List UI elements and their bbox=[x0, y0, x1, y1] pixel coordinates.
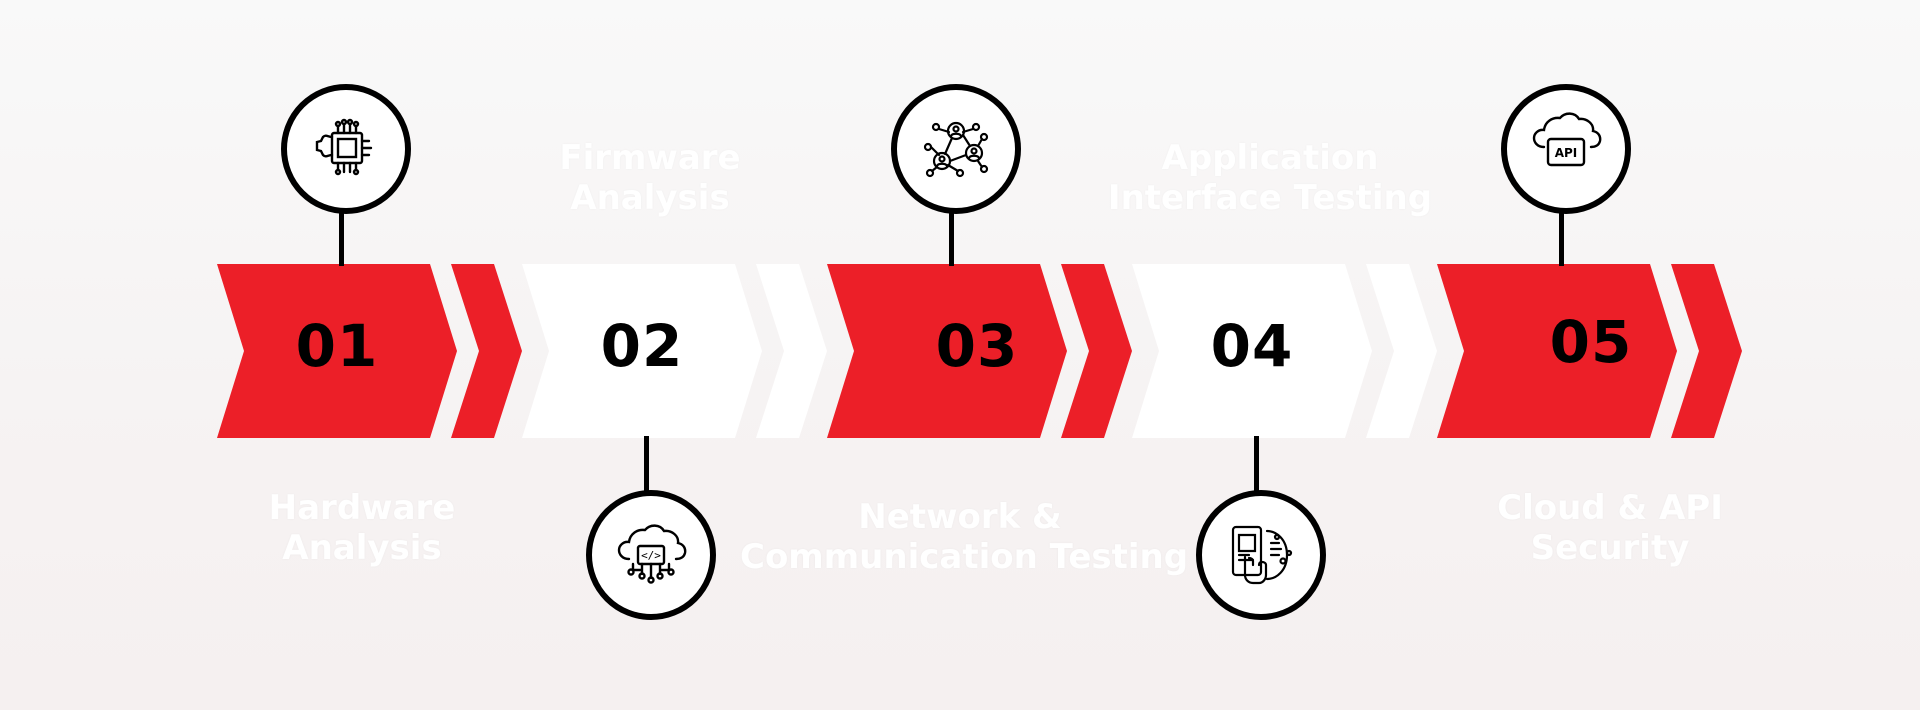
step-02-title-line1: Firmware bbox=[559, 138, 741, 178]
step-05-number: 05 bbox=[1549, 308, 1633, 376]
step-02-title-line2: Analysis bbox=[570, 178, 730, 218]
step-02-icon-circle: </> bbox=[586, 490, 716, 620]
step-01-connector bbox=[339, 210, 344, 266]
step-04-title: Application Interface Testing bbox=[1100, 138, 1440, 218]
step-03-title-line1: Network & bbox=[858, 497, 1062, 537]
cloud-code-icon: </> bbox=[617, 524, 687, 584]
step-03: 03 bbox=[827, 264, 1137, 438]
step-01-number: 01 bbox=[295, 312, 379, 380]
step-03-chevron bbox=[827, 264, 1132, 438]
step-03-icon-circle bbox=[891, 84, 1021, 214]
step-02-connector bbox=[644, 436, 649, 492]
step-01-chevron bbox=[217, 264, 522, 438]
step-04-chevron bbox=[1132, 264, 1437, 438]
svg-text:</>: </> bbox=[641, 549, 661, 562]
step-04-icon-circle bbox=[1196, 490, 1326, 620]
step-05: 05 bbox=[1437, 264, 1747, 438]
chip-gear-icon bbox=[315, 118, 373, 176]
step-05-icon-circle: API bbox=[1501, 84, 1631, 214]
step-01-title-line1: Hardware bbox=[268, 488, 456, 528]
step-01: 01 bbox=[217, 264, 527, 438]
cloud-api-icon: API bbox=[1532, 112, 1602, 167]
step-04-title-line2: Interface Testing bbox=[1107, 178, 1433, 218]
step-05-connector bbox=[1559, 210, 1564, 266]
step-01-icon-circle bbox=[281, 84, 411, 214]
step-03-number: 03 bbox=[935, 312, 1019, 380]
network-users-icon bbox=[923, 121, 989, 178]
step-04-number: 04 bbox=[1210, 312, 1294, 380]
step-04-connector bbox=[1254, 436, 1259, 492]
step-01-title-line2: Analysis bbox=[282, 528, 442, 568]
step-01-title: Hardware Analysis bbox=[232, 488, 492, 568]
step-05-chevron bbox=[1437, 264, 1742, 438]
step-05-title-line2: Security bbox=[1530, 528, 1690, 568]
step-02-chevron bbox=[522, 264, 827, 438]
step-05-title: Cloud & API Security bbox=[1460, 488, 1760, 568]
mobile-touch-gear-icon bbox=[1231, 525, 1293, 585]
step-05-title-line1: Cloud & API bbox=[1497, 488, 1723, 528]
step-03-title: Network & Communication Testing bbox=[740, 497, 1189, 577]
step-02: 02 bbox=[522, 264, 832, 438]
step-02-number: 02 bbox=[600, 312, 684, 380]
step-04-title-line1: Application bbox=[1161, 138, 1379, 178]
step-04: 04 bbox=[1132, 264, 1442, 438]
step-02-title: Firmware Analysis bbox=[520, 138, 780, 218]
step-03-title-line2: Communication Testing bbox=[740, 537, 1189, 577]
step-03-connector bbox=[949, 210, 954, 266]
svg-text:API: API bbox=[1555, 146, 1578, 160]
